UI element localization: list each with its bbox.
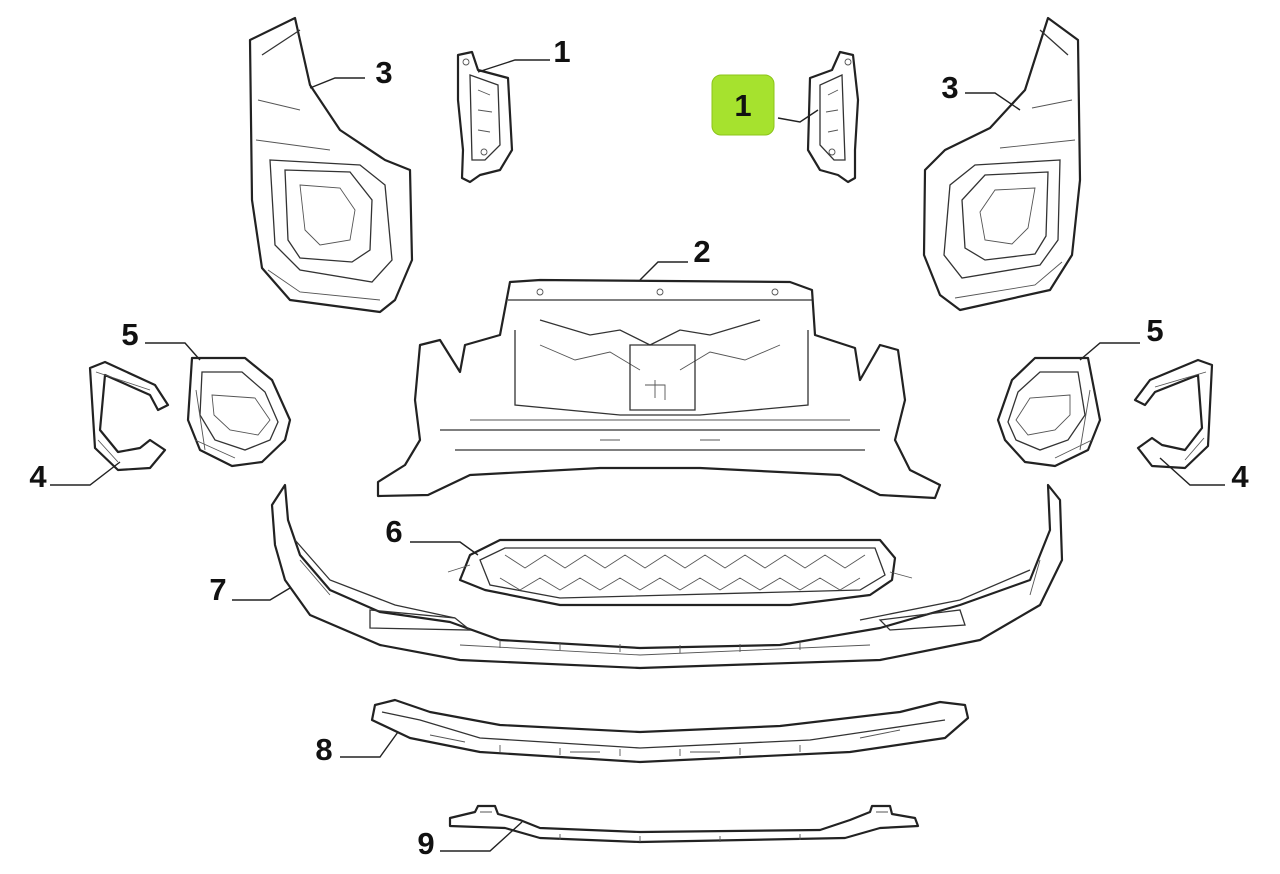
callout-2: 2 [693, 234, 710, 269]
part-6-lower-grille[interactable] [447, 538, 913, 607]
part-2-front-bumper-cover[interactable] [376, 278, 942, 500]
part-8-skid-plate[interactable] [370, 698, 970, 764]
callout-3-left: 3 [375, 55, 392, 90]
part-4-left-trim-bezel[interactable] [88, 360, 170, 472]
callout-5-left: 5 [121, 317, 138, 352]
part-1-left-bracket[interactable] [456, 50, 514, 184]
callout-labels: 1 1 2 3 3 4 4 5 5 6 7 8 9 [29, 34, 1249, 861]
callout-4-right: 4 [1231, 459, 1249, 494]
callout-5-right: 5 [1146, 313, 1163, 348]
part-3-left-bumper-corner[interactable] [248, 16, 414, 314]
part-3-right-bumper-corner[interactable] [922, 16, 1082, 312]
callout-9: 9 [417, 826, 434, 861]
leader-lines [50, 59, 1225, 852]
part-4-right-trim-bezel[interactable] [1133, 358, 1214, 470]
callout-8: 8 [315, 732, 332, 767]
callout-1-left: 1 [553, 34, 570, 69]
part-7-lower-valance[interactable] [270, 483, 1064, 670]
callout-3-right: 3 [941, 70, 958, 105]
part-5-right-fog-lamp-housing[interactable] [996, 356, 1102, 468]
callout-1-right: 1 [734, 88, 751, 123]
part-9-reinforcement-strip[interactable] [448, 804, 920, 844]
callout-6: 6 [385, 514, 402, 549]
callout-4-left: 4 [29, 459, 47, 494]
callout-7: 7 [209, 572, 226, 607]
part-5-left-fog-lamp-housing[interactable] [186, 356, 292, 468]
part-1-right-bracket[interactable] [806, 50, 860, 184]
highlight-box [711, 74, 775, 136]
